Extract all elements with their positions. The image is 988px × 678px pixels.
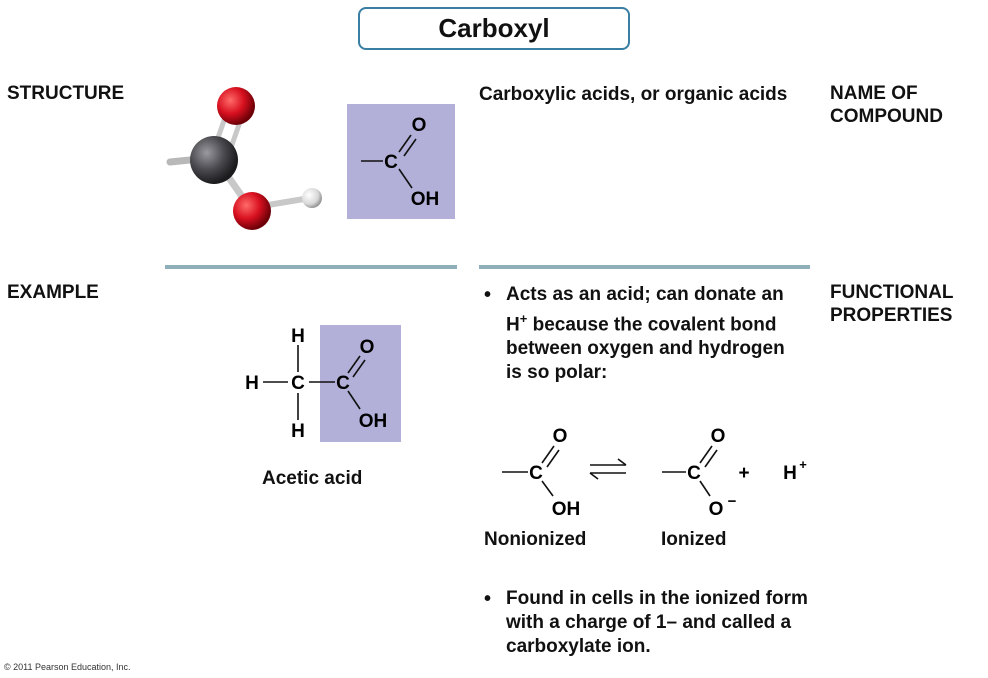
properties-list-1: Acts as an acid; can donate an H+ becaus… — [484, 283, 804, 385]
structure-label: STRUCTURE — [7, 83, 125, 104]
oxygen-atom-hydroxyl — [233, 192, 271, 230]
ionized-c: C — [687, 463, 701, 484]
carboxyl-structural-formula: C O OH — [361, 115, 440, 210]
title-box: Carboxyl — [358, 7, 630, 50]
properties-list-2: Found in cells in the ionized form with … — [484, 587, 814, 659]
ionized-label: Ionized — [661, 529, 727, 550]
nonionized-label: Nonionized — [484, 529, 587, 550]
ionization-reaction: C O OH C O O − + H + — [502, 426, 807, 520]
reaction-h: H — [783, 463, 797, 484]
divider-right — [479, 265, 810, 269]
divider-left — [165, 265, 457, 269]
acetic-oh: OH — [359, 411, 388, 432]
formula-oxygen: O — [412, 115, 427, 136]
acetic-acid-shaded-box — [320, 325, 401, 442]
functional-properties-label: FUNCTIONAL PROPERTIES — [830, 282, 954, 326]
ionized-o-minus: O — [709, 499, 724, 520]
property-bullet-acid: Acts as an acid; can donate an H+ becaus… — [484, 283, 804, 385]
carboxyl-ball-stick-model — [166, 87, 322, 230]
nonionized-o: O — [553, 426, 568, 447]
acetic-h-top: H — [291, 326, 305, 347]
nonionized-oh: OH — [552, 499, 581, 520]
nonionized-c: C — [529, 463, 543, 484]
acetic-h-left: H — [245, 373, 259, 394]
page-title: Carboxyl — [438, 13, 550, 43]
name-of-compound-label: NAME OF COMPOUND — [830, 83, 943, 127]
hydrogen-atom — [302, 188, 322, 208]
oxygen-atom-double — [217, 87, 255, 125]
acetic-acid-formula: H H C C H O OH — [245, 326, 388, 442]
example-label: EXAMPLE — [7, 282, 99, 303]
reaction-h-charge: + — [799, 457, 807, 472]
ionized-charge: − — [728, 493, 737, 510]
acetic-o: O — [360, 337, 375, 358]
equilibrium-arrows-icon — [589, 458, 627, 480]
acetic-acid-caption: Acetic acid — [262, 468, 363, 489]
formula-carbon: C — [384, 152, 398, 173]
copyright-notice: © 2011 Pearson Education, Inc. — [4, 662, 131, 672]
compound-name: Carboxylic acids, or organic acids — [479, 84, 788, 105]
carbon-atom — [190, 136, 238, 184]
reaction-plus: + — [738, 463, 749, 484]
acetic-c1: C — [291, 373, 305, 394]
acetic-h-bottom: H — [291, 421, 305, 442]
structure-formula-box: C O OH — [347, 104, 455, 219]
acetic-c2: C — [336, 373, 350, 394]
property-bullet-carboxylate: Found in cells in the ionized form with … — [484, 587, 814, 659]
ionized-o: O — [711, 426, 726, 447]
formula-hydroxyl: OH — [411, 189, 440, 210]
